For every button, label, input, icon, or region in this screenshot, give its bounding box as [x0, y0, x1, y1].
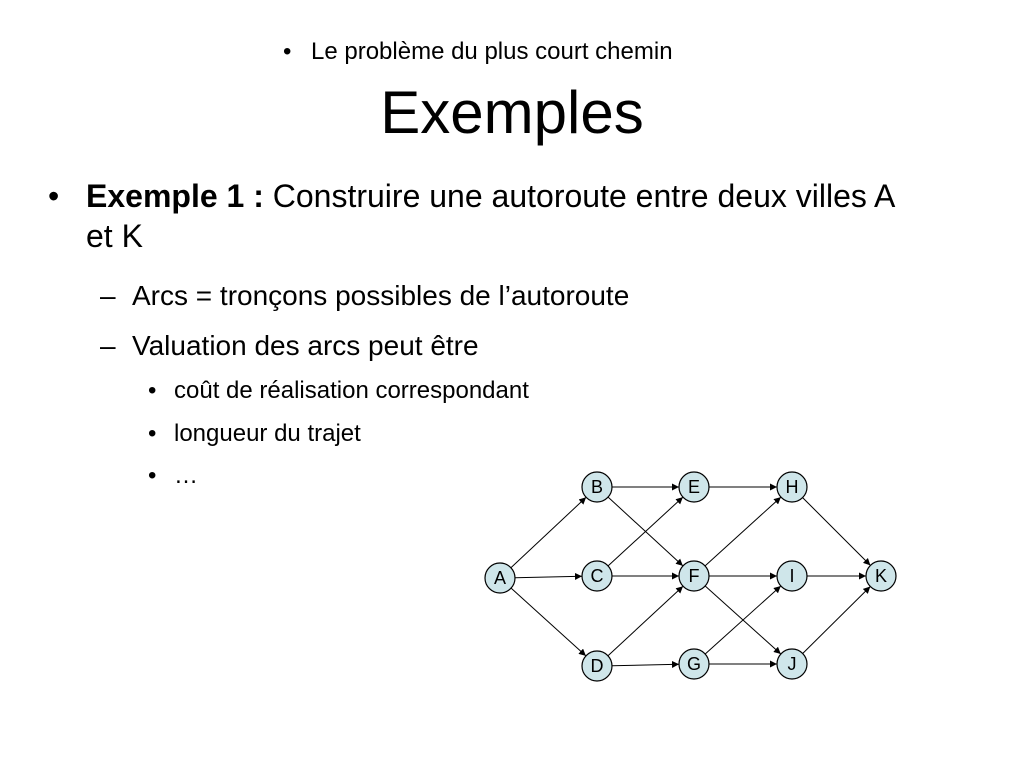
bullet-level3-item: •… — [148, 462, 198, 490]
node-a: A — [484, 562, 516, 594]
example-label: Exemple 1 : — [86, 178, 264, 214]
subtitle-text: Le problème du plus court chemin — [311, 38, 673, 65]
node-circle — [776, 471, 808, 503]
bullet-level2-item: –Arcs = tronçons possibles de l’autorout… — [100, 280, 629, 312]
nodes-layer: A B C D E F G H I J K — [484, 471, 897, 682]
edge-a-b — [510, 496, 587, 569]
bullet-level2-item: –Valuation des arcs peut être — [100, 330, 479, 362]
bullet-level3-text: … — [174, 462, 198, 489]
bullet-level3-item: • coût de réalisation correspondant — [148, 377, 529, 405]
node-g: G — [678, 648, 710, 680]
example-description: Construire une autoroute entre deux vill… — [86, 178, 894, 254]
bullet-marker: • — [148, 462, 157, 489]
bullet-level2-text: Valuation des arcs peut être — [132, 330, 479, 361]
slide-title: Exemples — [380, 79, 644, 146]
node-label: G — [687, 654, 701, 674]
node-label: H — [786, 477, 799, 497]
edges-layer — [510, 483, 871, 668]
node-circle — [865, 560, 897, 592]
dash-marker: – — [100, 330, 116, 361]
node-label: F — [689, 566, 700, 586]
bullet-marker: • — [148, 420, 157, 447]
node-label: C — [591, 566, 604, 586]
node-f: F — [678, 560, 710, 592]
bullet-level3-item: • longueur du trajet — [148, 420, 361, 448]
bullet-marker: • — [148, 377, 157, 404]
bullet-level3-text: longueur du trajet — [174, 420, 361, 447]
edge-c-e — [607, 496, 684, 567]
node-b: B — [581, 471, 613, 503]
edge-d-g — [611, 660, 680, 668]
node-label: K — [875, 566, 887, 586]
bullet-level1-text: Exemple 1 : Construire une autoroute ent… — [86, 176, 908, 256]
bullet-level1: • Exemple 1 : Construire une autoroute e… — [48, 176, 908, 256]
edge-g-i — [704, 585, 782, 655]
node-c: C — [581, 560, 613, 592]
node-j: J — [776, 648, 808, 680]
node-circle — [581, 471, 613, 503]
node-h: H — [776, 471, 808, 503]
edge-a-c — [514, 572, 583, 580]
bullet-level2-text: Arcs = tronçons possibles de l’autoroute — [132, 280, 630, 311]
edge-f-h — [704, 496, 782, 567]
node-k: K — [865, 560, 897, 592]
node-i: I — [776, 560, 808, 592]
node-label: E — [688, 477, 700, 497]
node-circle — [581, 560, 613, 592]
bullet-level3-text: coût de réalisation correspondant — [174, 377, 529, 404]
bullet-marker: • — [283, 38, 292, 65]
edge-h-k — [802, 497, 871, 566]
edge-j-k — [802, 586, 871, 654]
subtitle: • Le problème du plus court chemin — [283, 38, 673, 66]
dash-marker: – — [100, 280, 116, 311]
node-circle — [776, 560, 808, 592]
node-circle — [678, 648, 710, 680]
node-label: I — [789, 566, 794, 586]
node-label: B — [591, 477, 603, 497]
node-circle — [678, 471, 710, 503]
node-circle — [484, 562, 516, 594]
node-circle — [776, 648, 808, 680]
edge-d-f — [607, 585, 684, 657]
node-circle — [678, 560, 710, 592]
node-d: D — [581, 650, 613, 682]
bullet-marker: • — [48, 178, 60, 214]
edge-a-d — [510, 587, 587, 657]
node-label: A — [494, 568, 506, 588]
node-label: D — [591, 656, 604, 676]
node-label: J — [788, 654, 797, 674]
node-e: E — [678, 471, 710, 503]
node-circle — [581, 650, 613, 682]
